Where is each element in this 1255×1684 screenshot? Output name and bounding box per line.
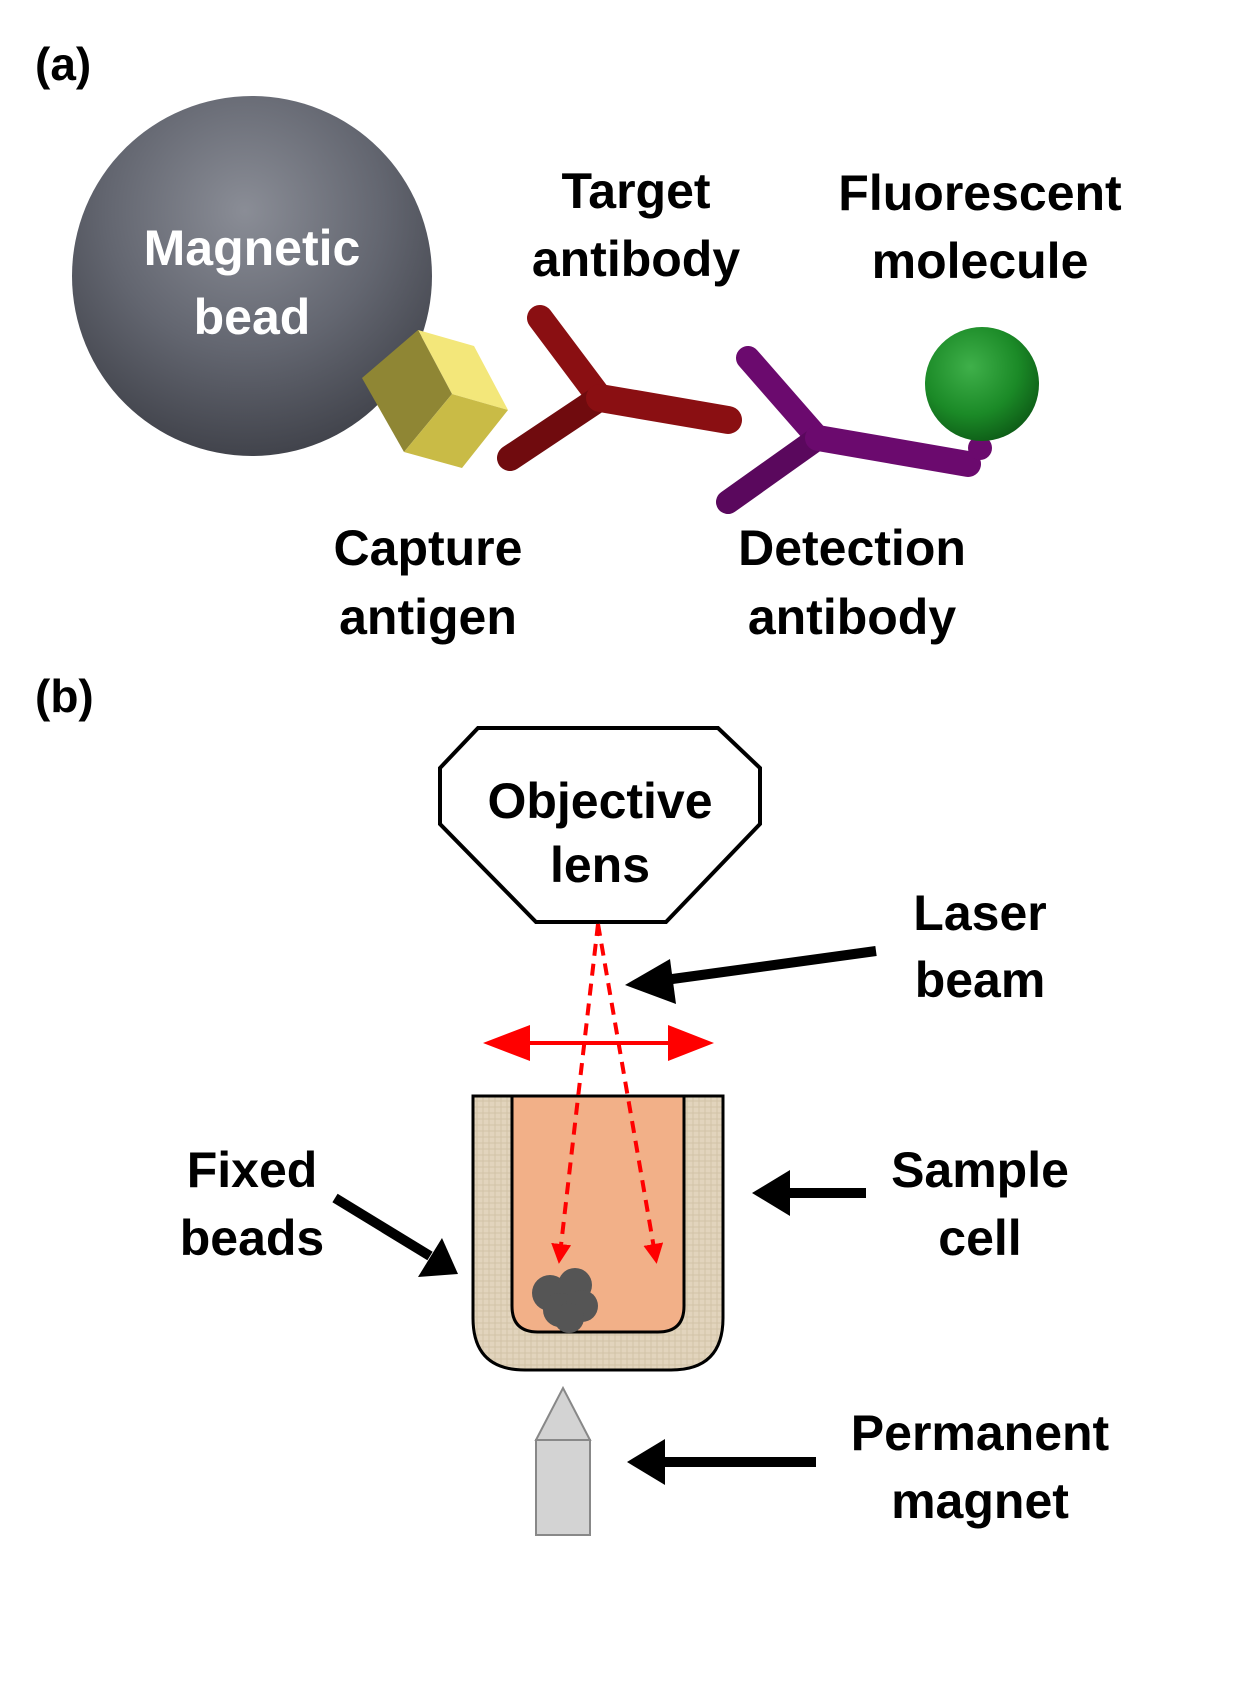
sample-cell-pointer-arrow [752, 1170, 866, 1216]
panel-b-tag: (b) [35, 670, 94, 722]
sample-cell-label-line2: cell [938, 1210, 1021, 1266]
fixed-beads-pointer-arrow [332, 1193, 458, 1277]
permanent-magnet-label-line2: magnet [891, 1473, 1069, 1529]
objective-lens-label-line1: Objective [487, 773, 712, 829]
magnetic-bead: Magnetic bead [72, 96, 432, 456]
sample-cell-label-line1: Sample [891, 1142, 1069, 1198]
objective-lens-label-line2: lens [550, 837, 650, 893]
permanent-magnet-label-line1: Permanent [851, 1405, 1110, 1461]
detection-antibody-label-line1: Detection [738, 520, 966, 576]
sample-cell [471, 1094, 725, 1372]
target-antibody-label-line2: antibody [532, 231, 741, 287]
laser-beam-pointer-arrow [625, 946, 877, 1004]
capture-antigen-cube [362, 330, 508, 468]
magnetic-bead-label-line1: Magnetic [144, 220, 361, 276]
fixed-beads-label-line1: Fixed [187, 1142, 318, 1198]
detection-antibody-shape [716, 346, 992, 514]
panel-a-tag: (a) [35, 38, 91, 90]
magnetic-bead-label-line2: bead [194, 289, 311, 345]
target-antibody-shape [497, 305, 742, 471]
detection-antibody-label-line2: antibody [748, 589, 957, 645]
capture-antigen-label-line2: antigen [339, 589, 517, 645]
fluorescent-molecule-label-line2: molecule [872, 233, 1089, 289]
scan-direction-arrow [483, 1025, 714, 1061]
capture-antigen-label-line1: Capture [334, 520, 523, 576]
fixed-beads-cluster [532, 1268, 598, 1333]
laser-beam-label-line2: beam [915, 952, 1046, 1008]
permanent-magnet [534, 1385, 592, 1536]
laser-beam-label-line1: Laser [913, 885, 1046, 941]
fluorescent-molecule-label-line1: Fluorescent [838, 165, 1122, 221]
target-antibody-label-line1: Target [561, 163, 710, 219]
fluorescent-molecule-sphere [925, 327, 1039, 441]
permanent-magnet-pointer-arrow [627, 1439, 816, 1485]
objective-lens: Objective lens [438, 726, 762, 924]
fixed-beads-label-line2: beads [180, 1210, 325, 1266]
laser-beam-paths [551, 923, 664, 1264]
